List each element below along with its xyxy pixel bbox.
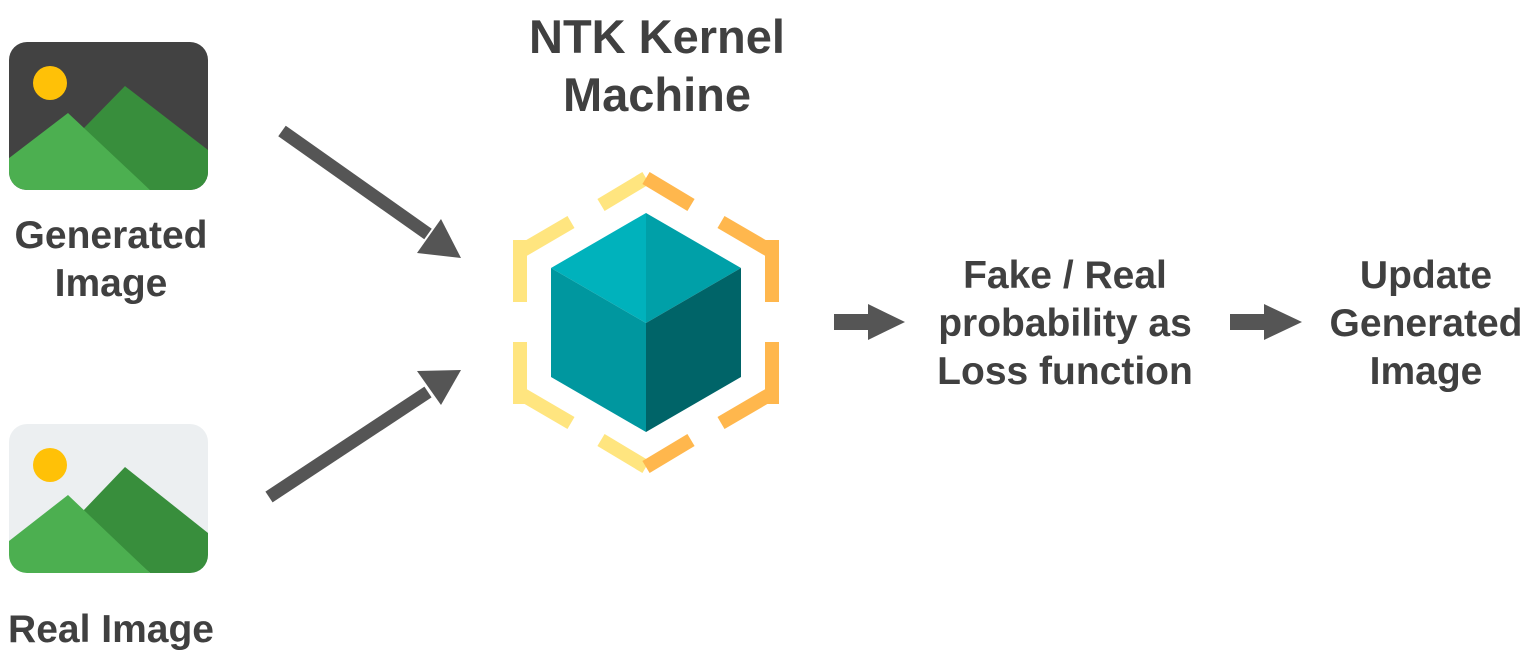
diagram-title: NTK Kernel Machine <box>457 8 857 124</box>
kernel-machine-icon <box>513 171 779 474</box>
label-line: Image <box>54 262 168 305</box>
arrow-real-to-machine <box>265 370 461 503</box>
arrow-machine-to-loss <box>834 304 905 340</box>
sun-icon <box>33 448 67 482</box>
title-line: Machine <box>562 68 752 121</box>
label-line: Loss function <box>937 350 1193 393</box>
update-generated-image-label: Update Generated Image <box>1310 252 1536 396</box>
label-line: Real Image <box>8 608 214 651</box>
label-line: Generated <box>14 214 208 257</box>
title-line: NTK Kernel <box>529 10 785 63</box>
label-line: Update <box>1359 254 1493 297</box>
loss-function-label: Fake / Real probability as Loss function <box>905 252 1225 396</box>
generated-image-label: Generated Image <box>0 212 222 308</box>
label-line: Generated <box>1329 302 1523 345</box>
label-line: Image <box>1369 350 1483 393</box>
real-image-icon <box>9 424 208 573</box>
real-image-label: Real Image <box>0 606 222 654</box>
label-line: probability as <box>938 302 1192 345</box>
cube-icon <box>551 213 741 432</box>
sun-icon <box>33 66 67 100</box>
arrow-loss-to-update <box>1230 304 1302 340</box>
label-line: Fake / Real <box>963 254 1167 297</box>
arrow-generated-to-machine <box>278 125 461 258</box>
hexagon-frame <box>513 171 779 474</box>
generated-image-icon <box>9 42 208 190</box>
